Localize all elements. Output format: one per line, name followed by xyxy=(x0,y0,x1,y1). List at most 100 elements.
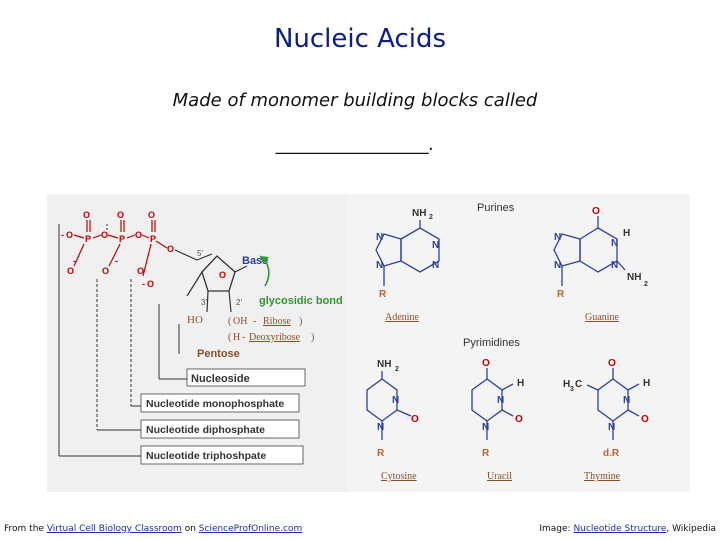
svg-text:H: H xyxy=(517,378,524,389)
svg-text:Deoxyribose: Deoxyribose xyxy=(249,332,301,343)
svg-text:H: H xyxy=(623,228,630,239)
cytosine-label: Cytosine xyxy=(381,471,417,482)
svg-text:N: N xyxy=(611,260,618,271)
svg-text:d.R: d.R xyxy=(603,448,620,459)
c2-label: 2' xyxy=(236,298,242,307)
svg-text:P: P xyxy=(119,234,125,244)
guanine-label: Guanine xyxy=(585,312,619,323)
svg-text:NH: NH xyxy=(377,359,391,370)
svg-text:O: O xyxy=(641,414,649,425)
svg-text:O: O xyxy=(592,206,600,217)
svg-text:N: N xyxy=(376,260,383,271)
pentose-ring: O 5' 3' 2' xyxy=(186,249,248,313)
footer-left-mid: on xyxy=(184,524,196,534)
svg-text:Ribose: Ribose xyxy=(263,316,291,327)
svg-text:-: - xyxy=(242,332,245,343)
nucleoside-label: Nucleoside xyxy=(191,373,250,385)
svg-text:O: O xyxy=(67,266,74,276)
svg-text:N: N xyxy=(623,395,630,406)
cytosine-structure xyxy=(366,371,412,440)
svg-text:N: N xyxy=(392,395,399,406)
page-title: Nucleic Acids xyxy=(273,24,447,54)
svg-text:O: O xyxy=(137,266,144,276)
phosphate-chain: P P P - O O O O O O O O O O - - - O xyxy=(61,210,213,289)
svg-text:N: N xyxy=(554,260,561,271)
svg-text:O: O xyxy=(167,244,174,254)
svg-text:H: H xyxy=(233,332,240,343)
nucleotide-structure-figure: P P P - O O O O O O O O O O - - - O xyxy=(47,194,690,492)
c3-label: 3' xyxy=(201,298,207,307)
pyrimidines-heading: Pyrimidines xyxy=(463,337,520,349)
footer-credit-left: From the Virtual Cell Biology Classroom … xyxy=(4,524,302,534)
guanine-atoms: O H N N N N NH 2 R xyxy=(554,206,648,300)
svg-text:NH: NH xyxy=(627,272,641,283)
svg-text:): ) xyxy=(311,332,314,343)
svg-text:R: R xyxy=(379,289,387,300)
svg-text:N: N xyxy=(611,238,618,249)
footer-credit-right: Image: Nucleotide Structure, Wikipedia xyxy=(539,524,716,534)
ntp-label: Nucleotide triphoshpate xyxy=(146,450,266,462)
svg-text:N: N xyxy=(432,240,439,251)
glycosidic-arrow xyxy=(259,255,270,287)
svg-text:H: H xyxy=(563,379,570,390)
svg-text:2: 2 xyxy=(429,214,433,221)
nmp-label: Nucleotide monophosphate xyxy=(146,398,284,410)
left-panel-background xyxy=(47,194,347,492)
svg-text:R: R xyxy=(557,289,565,300)
ho-label: HO xyxy=(187,314,203,326)
bracket-guides xyxy=(58,224,187,457)
svg-text:(: ( xyxy=(228,332,232,343)
svg-text:N: N xyxy=(608,422,615,433)
svg-text:2: 2 xyxy=(395,366,399,373)
svg-text:O: O xyxy=(147,279,154,289)
cytosine-atoms: NH 2 N N O R xyxy=(377,359,419,459)
svg-text:O: O xyxy=(482,358,490,369)
adenine-atoms: NH 2 N N N N R xyxy=(376,208,439,300)
svg-text:C: C xyxy=(575,379,582,390)
bracket-boxes xyxy=(140,368,306,465)
svg-text:O: O xyxy=(411,414,419,425)
svg-text:N: N xyxy=(432,260,439,271)
subtitle: Made of monomer building blocks called xyxy=(172,90,538,111)
svg-text:): ) xyxy=(299,316,302,327)
svg-text:R: R xyxy=(377,448,385,459)
footer-right-prefix: Image: xyxy=(539,524,571,534)
svg-text:O: O xyxy=(219,270,226,280)
svg-text:P: P xyxy=(85,234,91,244)
svg-text:O: O xyxy=(102,266,109,276)
thymine-atoms: O H N N O H 3 C d.R xyxy=(563,358,650,459)
svg-text:O: O xyxy=(148,210,155,220)
fill-in-blank: _________________. xyxy=(275,134,435,155)
purines-heading: Purines xyxy=(477,202,515,214)
svg-text:N: N xyxy=(497,395,504,406)
scienceprofonline-link[interactable]: ScienceProfOnline.com xyxy=(198,524,303,534)
svg-text:N: N xyxy=(377,422,384,433)
svg-text:OH: OH xyxy=(233,316,247,327)
virtual-cell-link[interactable]: Virtual Cell Biology Classroom xyxy=(46,524,182,534)
adenine-structure xyxy=(375,220,440,286)
svg-text:O: O xyxy=(66,230,73,240)
svg-text:-: - xyxy=(61,230,64,240)
uracil-label: Uracil xyxy=(487,471,512,482)
svg-text:NH: NH xyxy=(412,208,426,219)
footer-left-prefix: From the xyxy=(4,524,44,534)
nucleotide-structure-link[interactable]: Nucleotide Structure xyxy=(573,524,667,534)
ndp-label: Nucleotide diphosphate xyxy=(146,424,265,436)
svg-text:P: P xyxy=(150,234,156,244)
svg-text:N: N xyxy=(554,232,561,243)
uracil-atoms: O H N N O R xyxy=(482,358,524,459)
svg-text:H: H xyxy=(643,378,650,389)
svg-text:O: O xyxy=(117,210,124,220)
thymine-label: Thymine xyxy=(584,471,621,482)
glycosidic-bond-label: glycosidic bond xyxy=(259,295,343,307)
svg-text:-: - xyxy=(253,316,256,327)
svg-text:O: O xyxy=(608,358,616,369)
ribose-note: ( OH - Ribose ) ( H - Deoxyribose ) xyxy=(228,316,314,343)
svg-text:O: O xyxy=(135,230,142,240)
svg-text:N: N xyxy=(376,232,383,243)
svg-text:R: R xyxy=(482,448,490,459)
guanine-structure xyxy=(553,216,626,286)
svg-text:(: ( xyxy=(228,316,232,327)
adenine-label: Adenine xyxy=(385,312,419,323)
thymine-structure xyxy=(586,368,640,440)
